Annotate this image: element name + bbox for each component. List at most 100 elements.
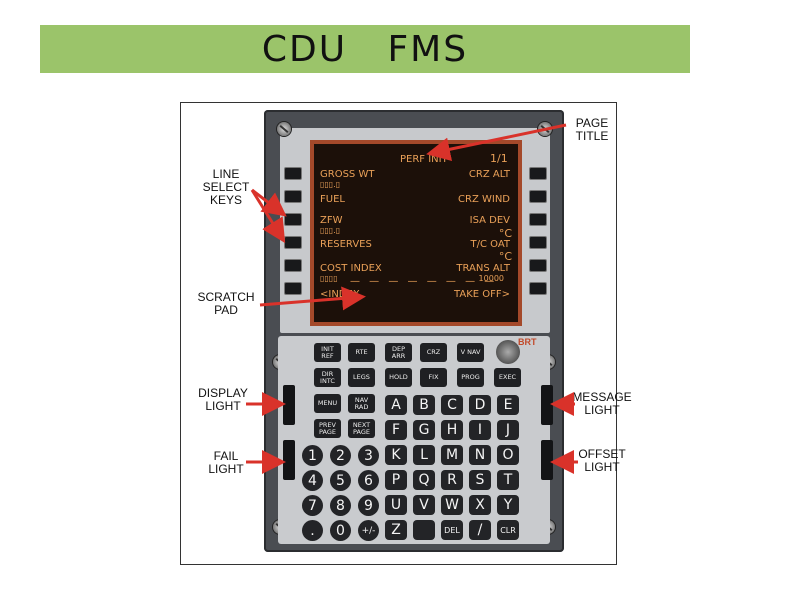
line-3r-label: ISA DEV	[469, 215, 510, 226]
brightness-knob[interactable]	[496, 340, 520, 364]
key-plus-minus[interactable]: +/-	[358, 520, 379, 541]
dir-intc-key[interactable]: DIR INTC	[314, 368, 341, 387]
line-select-key-3l[interactable]	[284, 213, 302, 226]
hold-key[interactable]: HOLD	[385, 368, 412, 387]
line-select-key-4r[interactable]	[529, 236, 547, 249]
line-select-key-5r[interactable]	[529, 259, 547, 272]
rte-key[interactable]: RTE	[348, 343, 375, 362]
key-o[interactable]: O	[497, 445, 519, 465]
line-select-key-6r[interactable]	[529, 282, 547, 295]
line-3l-label: ZFW	[320, 215, 343, 226]
key-t[interactable]: T	[497, 470, 519, 490]
key-slash[interactable]: /	[469, 520, 491, 540]
key-d[interactable]: D	[469, 395, 491, 415]
callout-scratch-pad: SCRATCH PAD	[197, 290, 255, 317]
line-4l-label: RESERVES	[320, 239, 372, 250]
zfw-box: ▯▯▯.▯	[320, 226, 341, 235]
key-e[interactable]: E	[497, 395, 519, 415]
key-6[interactable]: 6	[358, 470, 379, 491]
init-ref-key[interactable]: INIT REF	[314, 343, 341, 362]
key-w[interactable]: W	[441, 495, 463, 515]
line-select-key-4l[interactable]	[284, 236, 302, 249]
line-6l-label: <INDEX	[320, 289, 360, 300]
nav-rad-key[interactable]: NAV RAD	[348, 394, 375, 413]
key-9[interactable]: 9	[358, 495, 379, 516]
vnav-key[interactable]: V NAV	[457, 343, 484, 362]
key-c[interactable]: C	[441, 395, 463, 415]
menu-key[interactable]: MENU	[314, 394, 341, 413]
key-1[interactable]: 1	[302, 445, 323, 466]
key-v[interactable]: V	[413, 495, 435, 515]
exec-key[interactable]: EXEC	[494, 368, 521, 387]
line-5r-label: TRANS ALT	[456, 263, 510, 274]
key-3[interactable]: 3	[358, 445, 379, 466]
line-2l-label: FUEL	[320, 194, 345, 205]
key-4[interactable]: 4	[302, 470, 323, 491]
key-l[interactable]: L	[413, 445, 435, 465]
key-7[interactable]: 7	[302, 495, 323, 516]
callout-offset-light: OFFSET LIGHT	[578, 447, 626, 474]
fail-light	[283, 440, 295, 480]
key-del[interactable]: DEL	[441, 520, 463, 540]
key-g[interactable]: G	[413, 420, 435, 440]
line-select-key-2r[interactable]	[529, 190, 547, 203]
key-a[interactable]: A	[385, 395, 407, 415]
display-light	[283, 385, 295, 425]
key-n[interactable]: N	[469, 445, 491, 465]
key-clr[interactable]: CLR	[497, 520, 519, 540]
key-space[interactable]	[413, 520, 435, 540]
key-p[interactable]: P	[385, 470, 407, 490]
isa-dev-unit: °C	[498, 227, 512, 240]
prog-key[interactable]: PROG	[457, 368, 484, 387]
key-x[interactable]: X	[469, 495, 491, 515]
line-5l-label: COST INDEX	[320, 263, 382, 274]
key-decimal[interactable]: .	[302, 520, 323, 541]
key-2[interactable]: 2	[330, 445, 351, 466]
legs-key[interactable]: LEGS	[348, 368, 375, 387]
line-select-key-1l[interactable]	[284, 167, 302, 180]
callout-display-light: DISPLAY LIGHT	[198, 386, 248, 413]
scratch-pad-line: — — — — — — — —	[350, 276, 498, 287]
line-select-key-6l[interactable]	[284, 282, 302, 295]
key-j[interactable]: J	[497, 420, 519, 440]
key-y[interactable]: Y	[497, 495, 519, 515]
crz-key[interactable]: CRZ	[420, 343, 447, 362]
line-1r-label: CRZ ALT	[468, 169, 510, 180]
page-title: PERF INIT	[400, 154, 448, 165]
trans-alt-value: 10000	[478, 274, 504, 283]
line-select-key-1r[interactable]	[529, 167, 547, 180]
key-0[interactable]: 0	[330, 520, 351, 541]
key-h[interactable]: H	[441, 420, 463, 440]
key-8[interactable]: 8	[330, 495, 351, 516]
dep-arr-key[interactable]: DEP ARR	[385, 343, 412, 362]
key-b[interactable]: B	[413, 395, 435, 415]
key-f[interactable]: F	[385, 420, 407, 440]
callout-fail-light: FAIL LIGHT	[208, 449, 244, 476]
screw-icon	[538, 122, 552, 136]
fix-key[interactable]: FIX	[420, 368, 447, 387]
brt-label: BRT	[518, 337, 537, 347]
line-select-key-2l[interactable]	[284, 190, 302, 203]
cdu-display: PERF INIT 1/1 GROSS WT ▯▯▯.▯ FUEL ZFW ▯▯…	[310, 140, 522, 326]
prev-page-key[interactable]: PREV PAGE	[314, 419, 341, 438]
key-i[interactable]: I	[469, 420, 491, 440]
callout-message-light: MESSAGE LIGHT	[572, 390, 632, 417]
next-page-key[interactable]: NEXT PAGE	[348, 419, 375, 438]
key-k[interactable]: K	[385, 445, 407, 465]
line-select-key-3r[interactable]	[529, 213, 547, 226]
cost-index-box: ▯▯▯▯	[320, 274, 338, 283]
key-5[interactable]: 5	[330, 470, 351, 491]
line-6r-label: TAKE OFF>	[454, 289, 510, 300]
key-m[interactable]: M	[441, 445, 463, 465]
key-z[interactable]: Z	[385, 520, 407, 540]
key-u[interactable]: U	[385, 495, 407, 515]
key-r[interactable]: R	[441, 470, 463, 490]
line-select-key-5l[interactable]	[284, 259, 302, 272]
key-q[interactable]: Q	[413, 470, 435, 490]
key-s[interactable]: S	[469, 470, 491, 490]
line-4r-label: T/C OAT	[470, 239, 510, 250]
line-2r-label: CRZ WIND	[458, 194, 510, 205]
title-banner: CDU FMS	[40, 25, 690, 73]
callout-line-select-keys: LINE SELECT KEYS	[202, 167, 250, 207]
page-number: 1/1	[490, 152, 508, 165]
